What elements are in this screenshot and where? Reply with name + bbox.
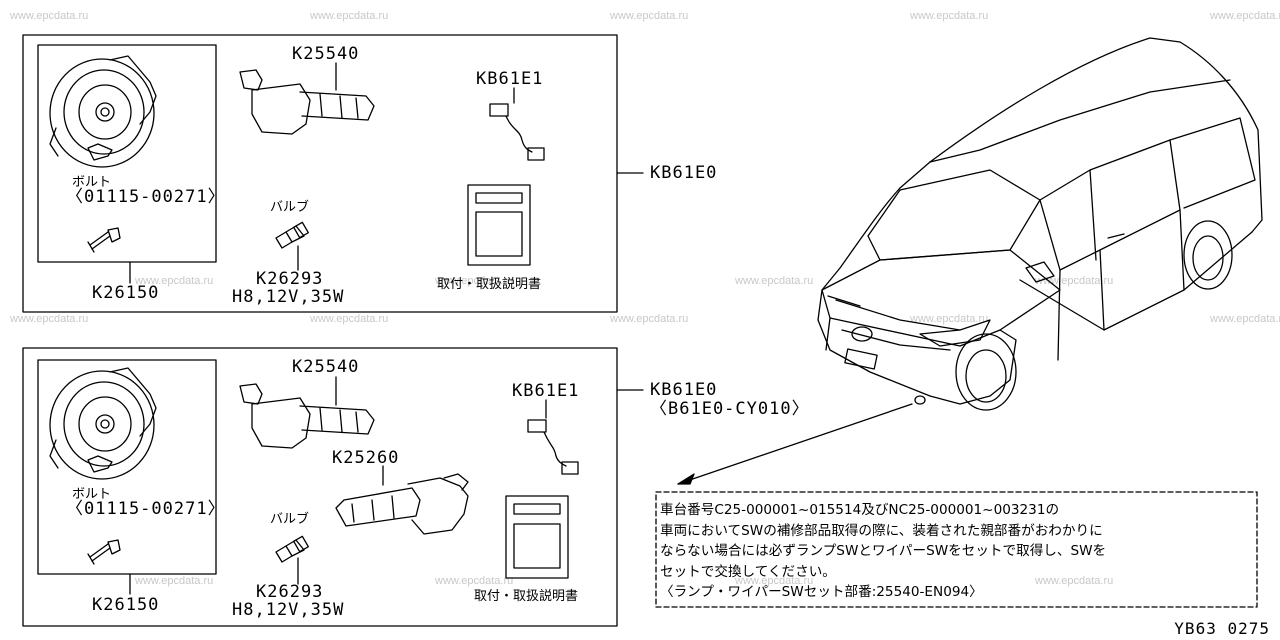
lower-harness-label: KB61E1 — [512, 381, 580, 401]
note-line: 車台番号C25-000001~015514及びNC25-000001~00323… — [660, 502, 1060, 518]
lower-kit-frame — [22, 347, 618, 627]
upper-bulb-name: バルブ — [270, 200, 310, 215]
lower-bolt-part: 〈01115-00271〉 — [66, 499, 226, 519]
watermark: www.epcdata.ru — [1035, 575, 1114, 587]
watermark: www.epcdata.ru — [10, 313, 89, 325]
lower-switch-drawing — [239, 383, 375, 449]
watermark: www.epcdata.ru — [910, 10, 989, 22]
watermark: www.epcdata.ru — [735, 575, 814, 587]
lower-manual-drawing — [505, 495, 569, 579]
watermark: www.epcdata.ru — [435, 275, 514, 287]
upper-manual-label: 取付・取扱説明書 — [437, 277, 542, 292]
note-line: 〈ランプ・ワイパーSWセット部番:25540-EN094〉 — [660, 584, 983, 600]
lower-kit-label: KB61E0 — [650, 380, 718, 400]
lower-bulb-name: バルブ — [270, 512, 310, 527]
lower-wiper-switch-label: K25260 — [332, 448, 400, 468]
watermark: www.epcdata.ru — [310, 313, 389, 325]
upper-horn-drawing — [49, 55, 157, 168]
watermark: www.epcdata.ru — [1210, 10, 1280, 22]
watermark: www.epcdata.ru — [135, 275, 214, 287]
upper-harness-drawing — [489, 103, 545, 161]
upper-kit-label: KB61E0 — [650, 163, 718, 183]
upper-bolt-name: ボルト — [72, 175, 112, 190]
lower-horn-group-label: K26150 — [92, 595, 160, 615]
vehicle-drawing — [817, 37, 1263, 411]
note-box — [655, 491, 1258, 608]
upper-bolt-drawing — [87, 227, 121, 253]
lower-horn-box — [37, 359, 217, 575]
upper-switch-drawing — [239, 69, 375, 135]
watermark: www.epcdata.ru — [735, 275, 814, 287]
lower-bulb-drawing — [275, 535, 309, 563]
diagram-code: YB63 0275 — [1174, 619, 1270, 638]
note-line: ならない場合には必ずランプSWとワイパーSWをセットで取得し、SWを — [660, 543, 1107, 559]
upper-bulb-drawing — [275, 221, 309, 249]
upper-bolt-part: 〈01115-00271〉 — [66, 187, 226, 207]
upper-bulb-spec: H8,12V,35W — [232, 287, 345, 307]
note-line: 車両においてSWの補修部品取得の際に、装着された親部番がおわかりに — [660, 522, 1103, 539]
upper-horn-group-label: K26150 — [92, 283, 160, 303]
lower-wiper-switch-drawing — [335, 473, 469, 535]
lower-bulb-spec: H8,12V,35W — [232, 600, 345, 620]
lower-harness-drawing — [527, 419, 579, 475]
lower-manual-label: 取付・取扱説明書 — [474, 589, 579, 604]
watermark: www.epcdata.ru — [1210, 313, 1280, 325]
watermark: www.epcdata.ru — [135, 575, 214, 587]
watermark: www.epcdata.ru — [1035, 275, 1114, 287]
upper-switch-label: K25540 — [292, 44, 360, 64]
upper-bulb-part: K26293 — [256, 269, 324, 289]
lower-switch-label: K25540 — [292, 357, 360, 377]
watermark: www.epcdata.ru — [310, 10, 389, 22]
lower-kit-sub-label: 〈B61E0-CY010〉 — [650, 399, 810, 419]
upper-manual-drawing — [467, 184, 531, 266]
watermark: www.epcdata.ru — [610, 313, 689, 325]
lower-bulb-part: K26293 — [256, 582, 324, 602]
lower-bolt-drawing — [87, 539, 121, 565]
note-pointer-arrowhead — [677, 473, 695, 485]
upper-horn-box — [37, 44, 217, 263]
upper-harness-label: KB61E1 — [476, 69, 544, 89]
lower-horn-drawing — [49, 367, 157, 480]
watermark: www.epcdata.ru — [910, 313, 989, 325]
watermark: www.epcdata.ru — [435, 575, 514, 587]
watermark: www.epcdata.ru — [10, 10, 89, 22]
lower-bolt-name: ボルト — [72, 487, 112, 502]
note-line: セットで交換してください。 — [660, 563, 836, 580]
note-pointer-line — [677, 403, 913, 485]
service-note: 車台番号C25-000001~015514及びNC25-000001~00323… — [660, 500, 1106, 603]
watermark: www.epcdata.ru — [610, 10, 689, 22]
